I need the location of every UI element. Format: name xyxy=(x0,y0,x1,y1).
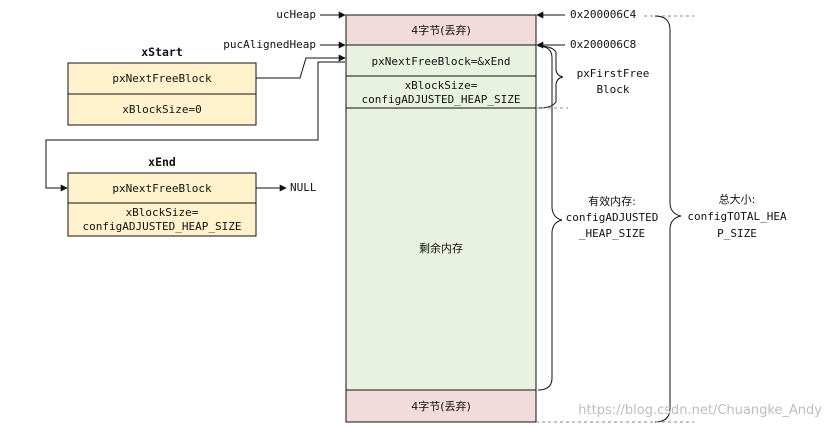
xstart-next-free-field: pxNextFreeBlock xyxy=(112,72,212,85)
heap-bottom-discard-label: 4字节(丢弃) xyxy=(411,399,471,413)
first-free-label-line2: Block xyxy=(596,83,629,96)
ucheap-label: ucHeap xyxy=(276,8,316,21)
effective-memory-brace xyxy=(537,45,563,391)
heap-block-size-line2: configADJUSTED_HEAP_SIZE xyxy=(362,93,521,106)
heap-to-xend-connector xyxy=(45,61,345,192)
total-size-line2: configTOTAL_HEA xyxy=(687,210,787,223)
heap-block-size-line1: xBlockSize= xyxy=(405,79,478,92)
xstart-title: xStart xyxy=(141,45,183,59)
xend-null-label: NULL xyxy=(290,181,317,194)
xend-block-size-line2: configADJUSTED_HEAP_SIZE xyxy=(83,220,242,233)
watermark: https://blog.csdn.net/Chuangke_Andy xyxy=(578,403,822,418)
total-size-line1: 总大小: xyxy=(719,192,756,206)
xend-box xyxy=(67,172,257,237)
pucalignedheap-label: pucAlignedHeap xyxy=(223,38,316,51)
heap-next-free-field: pxNextFreeBlock=&xEnd xyxy=(371,55,510,68)
xend-title: xEnd xyxy=(148,155,176,169)
first-free-brace xyxy=(537,45,564,109)
heap-bottom-discard-block xyxy=(345,389,537,423)
address-aligned-label: 0x200006C8 xyxy=(570,38,636,51)
first-free-label-line1: pxFirstFree xyxy=(577,67,650,80)
effective-memory-line1: 有效内存: xyxy=(588,194,636,208)
xstart-to-heap-connector xyxy=(256,54,346,79)
xend-next-free-field: pxNextFreeBlock xyxy=(112,182,212,195)
effective-memory-line2: configADJUSTED xyxy=(566,211,659,224)
xend-block-size-line1: xBlockSize= xyxy=(126,206,199,219)
address-start-label: 0x200006C4 xyxy=(570,8,637,21)
heap-remaining-label: 剩余内存 xyxy=(419,241,463,255)
effective-memory-line3: _HEAP_SIZE xyxy=(579,227,645,240)
xstart-block-size-field: xBlockSize=0 xyxy=(122,103,201,116)
heap-top-discard-label: 4字节(丢弃) xyxy=(411,23,471,37)
heap-top-discard-block xyxy=(345,14,537,46)
total-size-line3: P_SIZE xyxy=(717,227,757,240)
total-size-brace xyxy=(654,15,682,423)
